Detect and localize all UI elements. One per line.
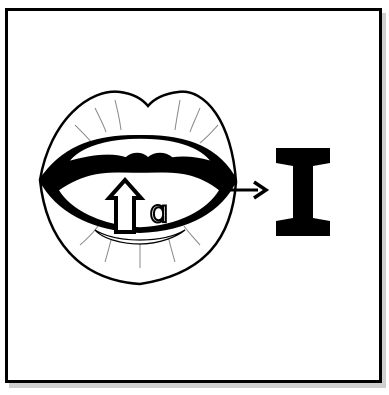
target-symbol: I [276, 148, 330, 236]
vowel-symbol: ɑ [149, 195, 168, 230]
mouth-illustration [40, 92, 236, 284]
